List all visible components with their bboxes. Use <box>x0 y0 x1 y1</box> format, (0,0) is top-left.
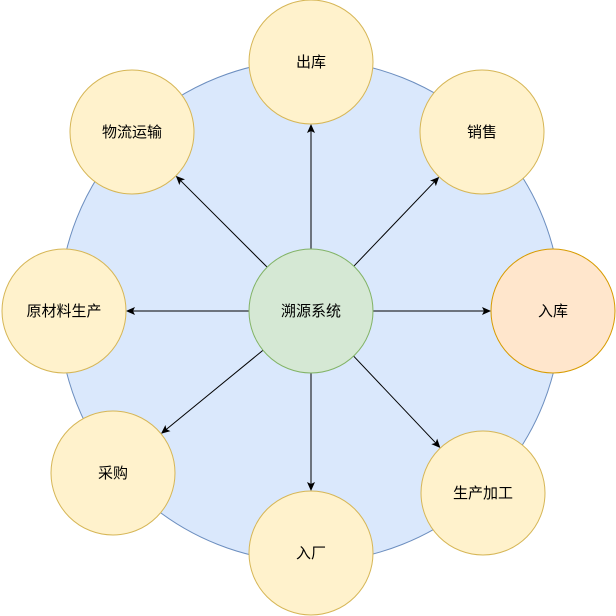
node-sales[interactable]: 销售 <box>419 69 545 195</box>
node-label: 生产加工 <box>453 484 513 502</box>
arrow-to-purchasing <box>160 349 264 434</box>
node-processing[interactable]: 生产加工 <box>420 430 546 556</box>
node-circle[interactable] <box>419 69 545 195</box>
node-warehousing[interactable]: 入库 <box>490 248 616 374</box>
node-circle[interactable] <box>420 430 546 556</box>
node-label: 原材料生产 <box>26 302 101 320</box>
node-raw-material[interactable]: 原材料生产 <box>1 248 127 374</box>
arrow-to-logistics <box>175 175 268 268</box>
center-node-circle[interactable] <box>248 248 374 374</box>
node-label: 采购 <box>98 464 128 482</box>
node-circle[interactable] <box>490 248 616 374</box>
node-purchasing[interactable]: 采购 <box>50 410 176 536</box>
center-node[interactable]: 溯源系统 <box>248 248 374 374</box>
node-label: 入库 <box>538 302 568 320</box>
node-label: 销售 <box>467 123 497 141</box>
node-circle[interactable] <box>248 490 374 616</box>
arrow-to-processing <box>353 355 441 448</box>
node-outbound[interactable]: 出库 <box>248 0 374 125</box>
arrow-to-sales <box>353 176 440 267</box>
node-logistics[interactable]: 物流运输 <box>69 69 195 195</box>
node-circle[interactable] <box>50 410 176 536</box>
node-factory-entry[interactable]: 入厂 <box>248 490 374 616</box>
node-label: 入厂 <box>296 544 326 562</box>
center-node-label: 溯源系统 <box>281 302 341 320</box>
node-circle[interactable] <box>248 0 374 125</box>
node-circle[interactable] <box>1 248 127 374</box>
node-circle[interactable] <box>69 69 195 195</box>
node-label: 物流运输 <box>102 123 162 141</box>
node-label: 出库 <box>296 53 326 71</box>
